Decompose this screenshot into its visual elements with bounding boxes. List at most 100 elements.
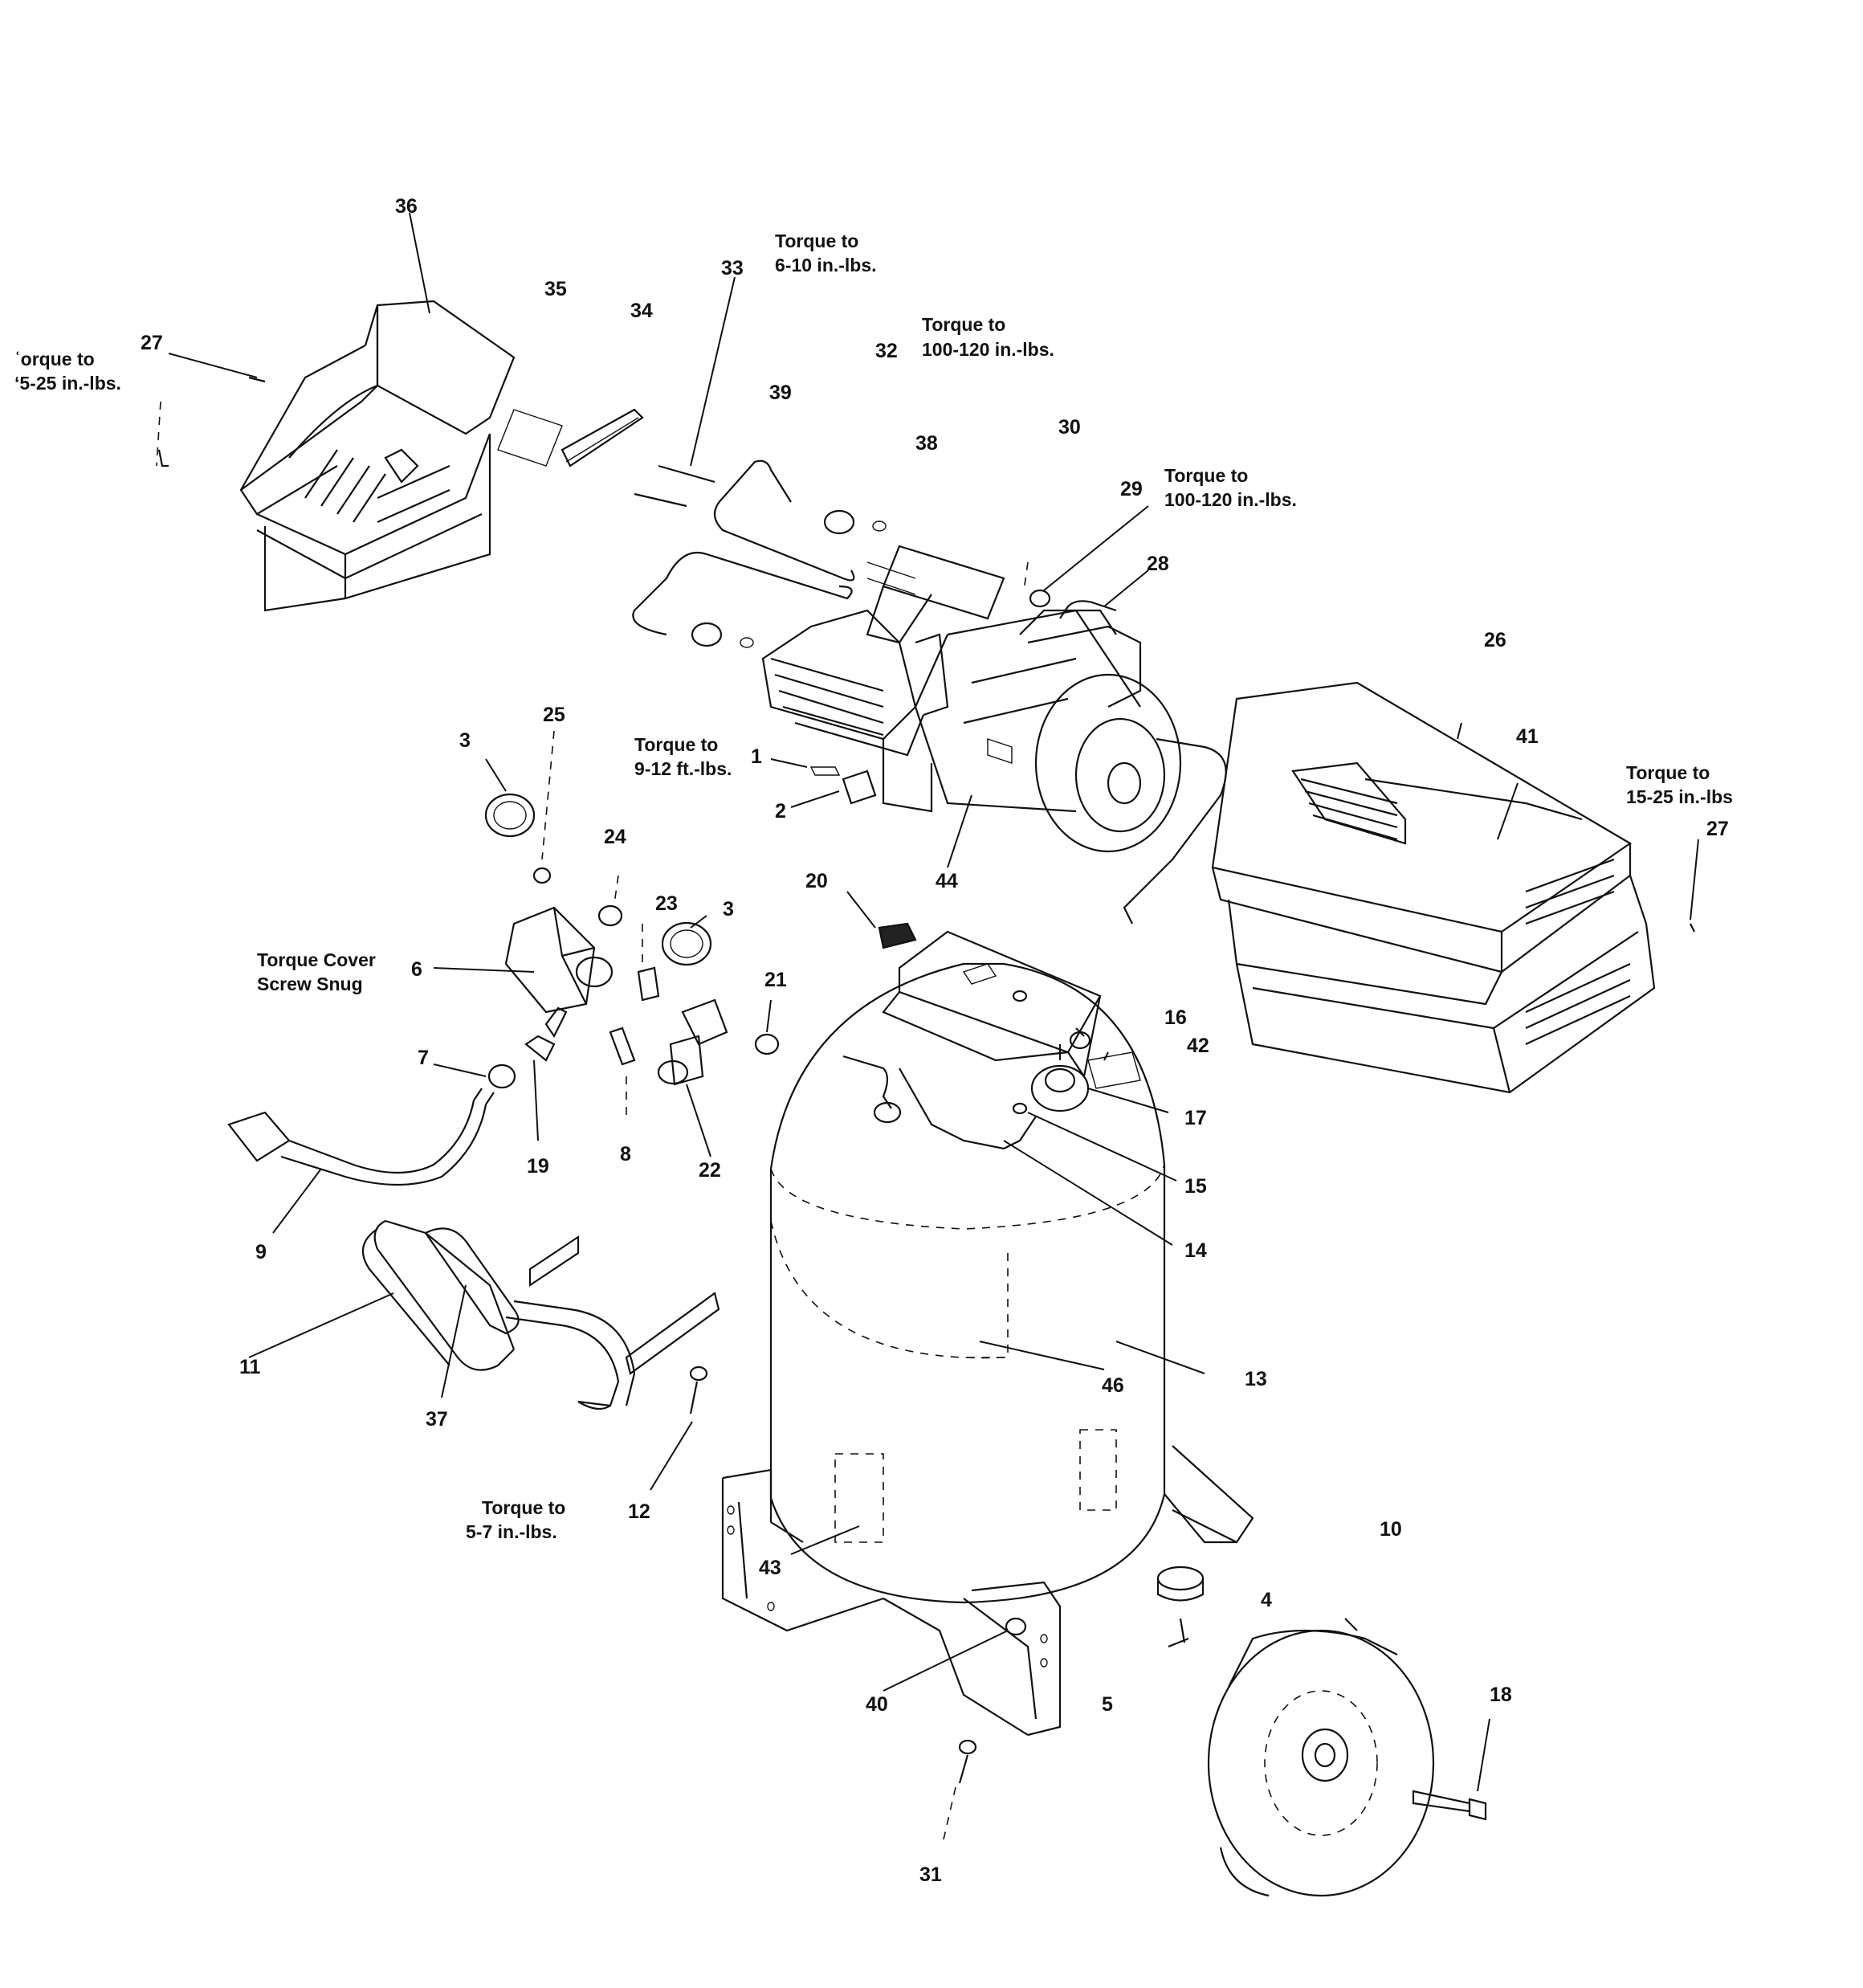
callout-25: 25	[543, 704, 565, 726]
base-bracket-part-43	[721, 1468, 884, 1632]
callout-46: 46	[1102, 1374, 1124, 1397]
torque-note-6-line2: Screw Snug	[257, 974, 363, 994]
torque-note-1-line1: Torque to	[634, 734, 718, 755]
front-shroud-part-26	[1211, 681, 1656, 1094]
callout-3-left: 3	[459, 729, 471, 752]
callout-4: 4	[1261, 1589, 1272, 1611]
callout-23: 23	[655, 892, 678, 915]
nipple-part-23	[637, 924, 660, 1002]
callout-31: 31	[919, 1863, 942, 1886]
callout-27-left: 27	[141, 332, 163, 354]
torque-note-27-line1: Torque to	[1626, 762, 1710, 783]
torque-note-32-line2: 100-120 in.-lbs.	[922, 339, 1054, 360]
callout-21: 21	[764, 969, 787, 991]
wire	[1123, 737, 1227, 925]
nut-part-16	[1069, 1031, 1091, 1050]
callout-18: 18	[1490, 1684, 1512, 1706]
callout-35: 35	[544, 278, 567, 300]
callout-28: 28	[1147, 553, 1169, 575]
gauge-part-3-right	[661, 921, 712, 966]
callout-5: 5	[1102, 1693, 1113, 1716]
leader-lines	[168, 212, 1699, 1792]
bolt-part-30	[1023, 561, 1029, 591]
callout-39: 39	[769, 382, 792, 404]
torque-note-left-line2: ʻ5-25 in.-lbs.	[14, 373, 121, 394]
fitting-part-24	[597, 875, 623, 927]
torque-note-left-line1: ʿorque to	[14, 349, 95, 369]
pump-assembly	[761, 545, 1005, 813]
motor-mounting-plate	[882, 930, 1102, 1079]
rear-shroud-part-36	[239, 300, 516, 612]
callout-33: 33	[721, 257, 744, 280]
rear-leg-part-5	[883, 1581, 1062, 1737]
callout-29: 29	[1120, 478, 1143, 500]
callout-1: 1	[751, 745, 762, 768]
outlet-tube-part-39	[632, 459, 855, 636]
gasket-part-35	[497, 409, 563, 467]
callout-3-right: 3	[723, 898, 734, 921]
check-valve-part-17	[1030, 1044, 1090, 1112]
callout-44: 44	[936, 870, 958, 892]
callout-6: 6	[411, 958, 422, 981]
torque-note-12-line2: 5-7 in.-lbs.	[466, 1521, 557, 1542]
regulator-part-22	[657, 998, 728, 1086]
tab-part-20	[878, 922, 917, 949]
fitting-part-19	[524, 1006, 568, 1062]
fitting-part-15	[1012, 1102, 1028, 1115]
callout-41: 41	[1516, 725, 1539, 748]
callout-20: 20	[805, 870, 828, 892]
callout-42: 42	[1187, 1035, 1209, 1057]
callout-34: 34	[630, 300, 653, 322]
fitting-part-7	[487, 1063, 516, 1089]
axle-bolt-part-18	[1412, 1790, 1487, 1821]
callout-10: 10	[1380, 1518, 1402, 1541]
torque-note-12-line1: Torque to	[482, 1497, 565, 1518]
callout-2: 2	[775, 800, 786, 823]
callout-numbers: 36 35 34 33 32 39 38 30 29 28 27 26 41 2…	[141, 195, 1729, 1886]
bushing-part-2	[842, 769, 877, 805]
callout-8: 8	[620, 1143, 631, 1165]
fitting-part-38	[691, 509, 887, 648]
torque-note-29-line2: 100-120 in.-lbs.	[1164, 489, 1297, 510]
torque-note-27-line2: 15-25 in.-lbs	[1626, 786, 1733, 807]
callout-11: 11	[239, 1356, 261, 1378]
callout-12: 12	[628, 1500, 650, 1523]
gauge-part-3-left	[484, 793, 536, 838]
tube-part-14	[842, 1055, 1037, 1150]
torque-note-29-line1: Torque to	[1164, 465, 1248, 486]
callout-37: 37	[426, 1408, 448, 1431]
screw-part-27-right	[1690, 923, 1695, 933]
wheel-part-10	[1207, 1629, 1435, 1897]
fitting-part-25	[532, 730, 555, 884]
handle-bracket	[528, 1235, 720, 1375]
rubber-foot-part-4	[1156, 1565, 1205, 1648]
callout-43: 43	[759, 1557, 781, 1579]
tank-part-13	[769, 962, 1166, 1604]
torque-note-33-line1: Torque to	[775, 231, 858, 251]
callout-19: 19	[527, 1155, 549, 1178]
bolt-part-1	[809, 766, 841, 776]
callout-30: 30	[1058, 416, 1081, 439]
callout-15: 15	[1184, 1175, 1207, 1198]
callout-27-right: 27	[1706, 818, 1729, 840]
screws-part-33	[634, 464, 715, 508]
callout-36: 36	[395, 195, 418, 218]
bolt-part-31	[943, 1739, 977, 1840]
grip-part-37	[424, 1227, 520, 1335]
callout-38: 38	[915, 432, 938, 455]
power-cord-part-9	[227, 1088, 495, 1186]
callout-7: 7	[418, 1047, 429, 1069]
callout-9: 9	[255, 1241, 267, 1263]
line-art	[156, 300, 1695, 1897]
fitting-part-8	[609, 1027, 636, 1116]
callout-32: 32	[875, 340, 898, 362]
torque-notes: ʿorque to ʻ5-25 in.-lbs. Torque to 6-10 …	[14, 231, 1733, 1542]
axle-bracket	[1164, 1445, 1254, 1544]
callout-16: 16	[1164, 1006, 1187, 1029]
screw-part-27-left	[156, 376, 266, 467]
callout-24: 24	[604, 826, 626, 848]
torque-note-33-line2: 6-10 in.-lbs.	[775, 255, 877, 276]
handle-part-11	[361, 1219, 636, 1410]
callout-14: 14	[1184, 1239, 1207, 1262]
